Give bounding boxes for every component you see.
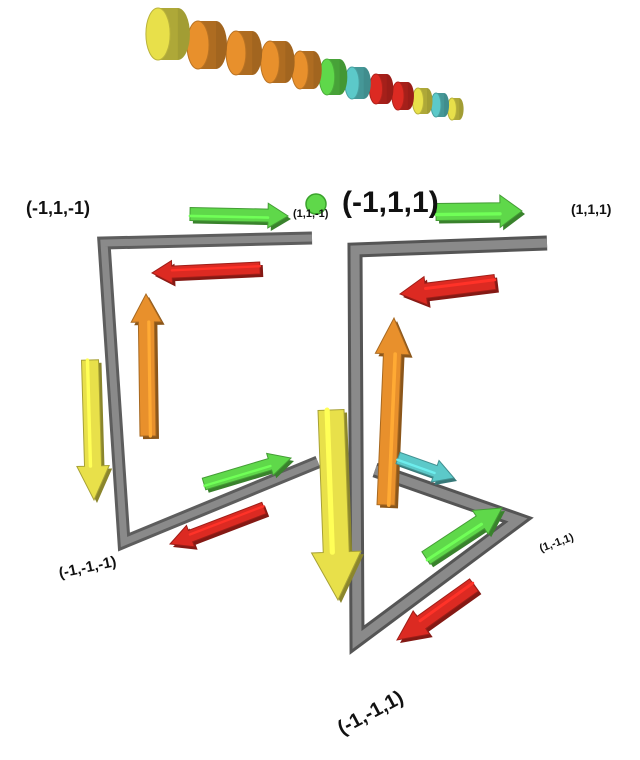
arrow-left-icon — [168, 501, 270, 550]
arrow-up-icon — [130, 292, 165, 440]
arrow-left-icon — [150, 259, 264, 287]
disc-cyan — [344, 66, 371, 100]
arrow-right-icon — [395, 451, 457, 486]
disc-yellow — [447, 97, 464, 121]
arrow-right-icon — [434, 194, 525, 231]
arrow-down-icon — [76, 358, 113, 503]
arrow-up-icon — [374, 316, 413, 509]
disc-red — [391, 81, 414, 111]
disc-orange — [186, 20, 227, 70]
back-frame — [97, 231, 321, 552]
arrow-down-icon — [310, 407, 364, 603]
label-front-bottom-left: (-1,-1,1) — [334, 687, 407, 740]
disc-sequence — [145, 7, 464, 121]
disc-cyan — [430, 92, 450, 118]
label-back-top-left: (-1,1,-1) — [26, 198, 90, 218]
arrow-left-icon — [398, 274, 499, 308]
disc-orange — [291, 50, 322, 90]
green-sphere — [305, 193, 327, 215]
label-front-top-left: (-1,1,1) — [342, 186, 439, 219]
label-front-bottom-right: (1,-1,1) — [538, 531, 576, 555]
arrow-right-icon — [421, 507, 505, 568]
arrow-group — [76, 194, 525, 643]
disc-yellow — [145, 7, 190, 61]
disc-red — [368, 73, 394, 105]
arrow-left-icon — [396, 578, 482, 643]
disc-orange — [260, 40, 295, 84]
label-front-top-right: (1,1,1) — [571, 201, 611, 217]
label-back-bottom-left: (-1,-1,-1) — [57, 553, 118, 582]
disc-yellow — [412, 87, 433, 115]
disc-orange — [225, 30, 263, 76]
arrow-right-icon — [188, 202, 291, 231]
label-back-top-right: (1,1,-1) — [293, 208, 329, 220]
disc-green — [318, 58, 348, 96]
arrow-right-icon — [201, 452, 294, 493]
front-frame — [347, 235, 548, 655]
